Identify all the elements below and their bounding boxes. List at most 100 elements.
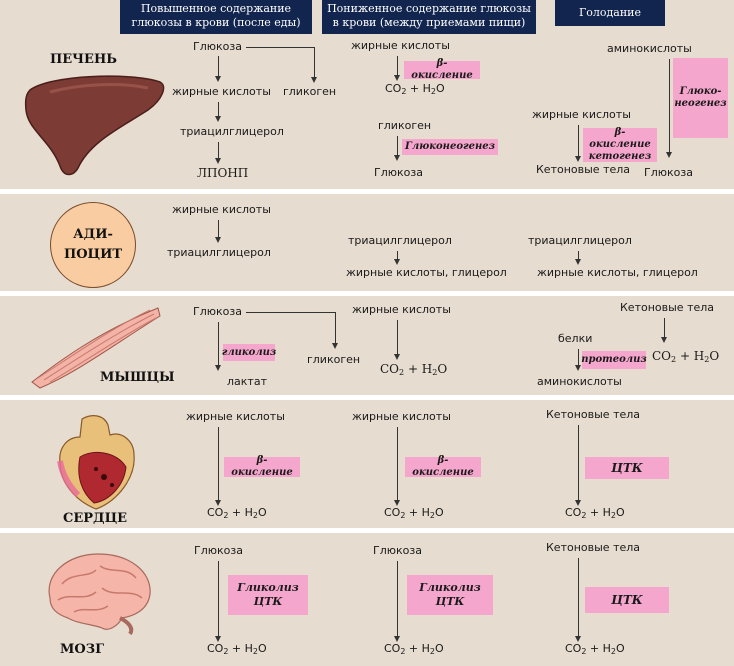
arrow-head	[394, 155, 400, 161]
co2-h2o: CO2 + H2O	[385, 82, 445, 96]
arrow-line	[578, 425, 579, 502]
liver-between-beta-oxidation: β-окисление	[404, 58, 480, 81]
arrow-line	[218, 142, 219, 160]
arrow-line	[218, 322, 219, 366]
muscle-label: МЫШЦЫ	[100, 370, 175, 385]
liver-fed-vldl: ЛПОНП	[197, 166, 249, 180]
co2-h2o: CO2 + H2O	[384, 642, 444, 656]
gluconeo-part2: неогенез	[674, 98, 727, 109]
muscle-image	[31, 307, 161, 389]
arrow-line	[246, 312, 335, 313]
brain-image	[48, 553, 151, 636]
header-fed: Повышенное содержание глюкозы в крови (п…	[120, 0, 312, 34]
glycolysis-text: Гликолиз	[419, 581, 481, 594]
liver-fed-fatty-acids: жирные кислоты	[172, 85, 271, 98]
arrow-line	[578, 558, 579, 637]
co2-h2o: CO2 + H2O	[565, 642, 625, 656]
heart-fasting-ketones: Кетоновые тела	[546, 408, 641, 421]
adipocyte-label-2: ПОЦИТ	[63, 247, 123, 262]
liver-fasting-amino: аминокислоты	[607, 42, 692, 55]
arrow-head	[215, 500, 221, 506]
arrow-line	[314, 47, 315, 77]
brain-fed-glycolysis-tca: Гликолиз ЦТК	[228, 575, 308, 615]
arrow-line	[578, 349, 579, 366]
arrow-line	[335, 312, 336, 344]
co2-h2o: CO2 + H2O	[207, 506, 267, 520]
separator	[0, 291, 734, 296]
heart-between-beta-oxidation: β-окисление	[405, 455, 481, 478]
arrow-line	[578, 251, 579, 260]
arrow-line	[397, 427, 398, 502]
liver-between-glycogen: гликоген	[378, 119, 432, 132]
muscle-fasting-proteins: белки	[558, 332, 593, 345]
liver-fasting-beta-ketogenesis: β-окисление кетогенез	[583, 127, 657, 162]
arrow-line	[397, 251, 398, 260]
liver-fasting-glucose: Глюкоза	[644, 166, 693, 179]
beta-oxidation-text: β-окисление	[589, 127, 651, 150]
adipocyte-label-1: АДИ-	[73, 227, 113, 242]
adipo-between-tag: триацилглицерол	[348, 234, 452, 247]
liver-between-glucose: Глюкоза	[374, 166, 423, 179]
separator	[0, 395, 734, 400]
arrow-head	[575, 636, 581, 642]
arrow-head	[661, 337, 667, 343]
arrow-line	[664, 318, 665, 338]
arrow-line	[218, 427, 219, 502]
liver-label: ПЕЧЕНЬ	[50, 52, 117, 67]
arrow-head	[394, 636, 400, 642]
adipo-between-products: жирные кислоты, глицерол	[346, 266, 507, 279]
muscle-fed-lactate: лактат	[227, 375, 267, 388]
brain-fed-glucose: Глюкоза	[194, 544, 243, 557]
co2-h2o: CO2 + H2O	[207, 642, 267, 656]
brain-between-glycolysis-tca: Гликолиз ЦТК	[407, 575, 493, 615]
adipocyte-image: АДИ- ПОЦИТ	[50, 202, 136, 288]
liver-fed-tag: триацилглицерол	[180, 125, 284, 138]
heart-fed-beta-oxidation: β-окисление	[224, 455, 300, 478]
arrow-line	[246, 47, 314, 48]
tca-text: ЦТК	[253, 595, 283, 608]
adipo-fed-tag: триацилглицерол	[167, 246, 271, 259]
separator	[0, 189, 734, 194]
arrow-head	[311, 77, 317, 83]
arrow-line	[397, 320, 398, 356]
arrow-head	[215, 158, 221, 164]
liver-image	[24, 75, 165, 176]
arrow-line	[218, 220, 219, 238]
heart-between-fatty-acids: жирные кислоты	[352, 410, 451, 423]
arrow-head	[215, 636, 221, 642]
arrow-head	[575, 365, 581, 371]
header-fasting: Голодание	[555, 0, 665, 26]
co2-h2o: CO2 + H2O	[384, 506, 444, 520]
arrow-line	[397, 561, 398, 637]
arrow-head	[215, 237, 221, 243]
co2-h2o: CO2 + H2O	[652, 349, 720, 364]
liver-fasting-gluconeogenesis: Глюко- неогенез	[673, 58, 728, 138]
co2-h2o: CO2 + H2O	[565, 506, 625, 520]
muscle-fed-glycolysis: гликолиз	[222, 344, 276, 361]
arrow-line	[218, 56, 219, 76]
heart-label: СЕРДЦЕ	[63, 511, 128, 526]
muscle-fasting-ketones: Кетоновые тела	[620, 301, 715, 314]
arrow-line	[397, 56, 398, 76]
muscle-fed-glucose: Глюкоза	[193, 305, 242, 318]
header-between: Пониженное содержание глюкозы в крови (м…	[322, 0, 536, 34]
arrow-head	[215, 76, 221, 82]
liver-fasting-ketones: Кетоновые тела	[536, 163, 631, 176]
heart-image	[57, 415, 135, 510]
tca-text: ЦТК	[435, 595, 465, 608]
arrow-head	[575, 500, 581, 506]
arrow-head	[394, 354, 400, 360]
arrow-head	[575, 259, 581, 265]
arrow-head	[215, 116, 221, 122]
muscle-fasting-proteolysis: протеолиз	[581, 351, 647, 369]
muscle-fasting-amino: аминокислоты	[537, 375, 622, 388]
liver-fasting-fatty-acids: жирные кислоты	[532, 108, 631, 121]
heart-fasting-tca: ЦТК	[585, 457, 669, 479]
separator	[0, 528, 734, 533]
arrow-head	[332, 343, 338, 349]
arrow-head	[394, 75, 400, 81]
gluconeo-part1: Глюко-	[679, 86, 722, 97]
arrow-line	[669, 59, 670, 153]
liver-between-gluconeogenesis: Глюконеогенез	[402, 139, 498, 155]
arrow-head	[575, 156, 581, 162]
